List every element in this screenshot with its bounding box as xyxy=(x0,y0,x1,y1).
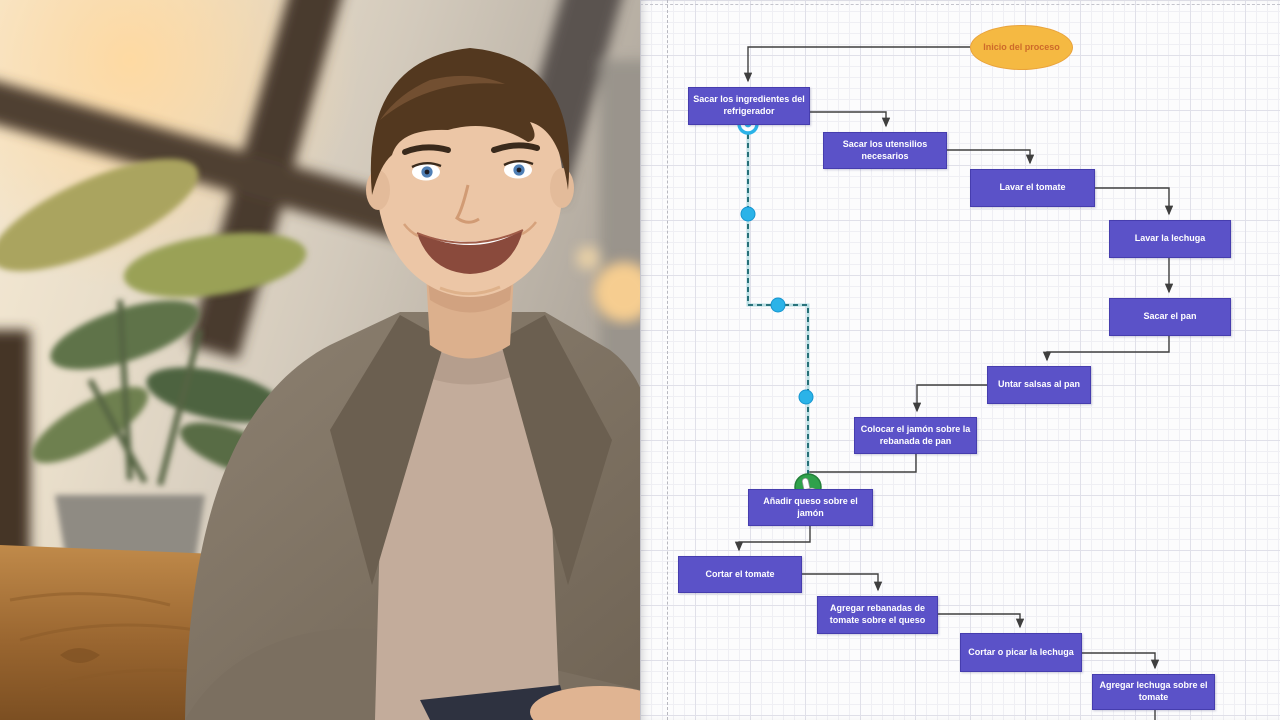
diagram-canvas[interactable]: Inicio del proceso Sacar los ingrediente… xyxy=(640,0,1280,720)
connector-ingredientes-utensilios[interactable] xyxy=(810,111,891,128)
flow-node-colocar-jamon[interactable]: Colocar el jamón sobre la rebanada de pa… xyxy=(854,417,977,454)
flow-node-untar-salsas[interactable]: Untar salsas al pan xyxy=(987,366,1091,404)
connector-cortartomate-rebanadas[interactable] xyxy=(802,573,883,592)
flow-connectors[interactable] xyxy=(734,46,1174,720)
connector-start-to-ingredientes[interactable] xyxy=(743,46,970,83)
flow-node-cortar-picar-lechuga[interactable]: Cortar o picar la lechuga xyxy=(960,633,1082,672)
flow-node-lavar-lechuga[interactable]: Lavar la lechuga xyxy=(1109,220,1231,258)
connector-colocar-queso[interactable] xyxy=(803,454,917,485)
flow-node-lavar-tomate[interactable]: Lavar el tomate xyxy=(970,169,1095,207)
flow-node-agregar-lechuga[interactable]: Agregar lechuga sobre el tomate xyxy=(1092,674,1215,710)
photo-panel xyxy=(0,0,640,720)
edge-waypoint-handle[interactable] xyxy=(770,297,786,313)
connector-queso-cortartomate[interactable] xyxy=(734,526,811,552)
edge-waypoints[interactable] xyxy=(740,206,814,405)
bokeh-lights xyxy=(576,246,640,322)
flow-node-sacar-utensilios[interactable]: Sacar los utensilios necesarios xyxy=(823,132,947,169)
connector-pan-untar[interactable] xyxy=(1042,336,1170,362)
page-boundary-vertical xyxy=(667,0,668,720)
flow-start-node[interactable]: Inicio del proceso xyxy=(970,25,1073,70)
edge-waypoint-handle[interactable] xyxy=(740,206,756,222)
person xyxy=(185,48,640,720)
page-boundary-horizontal xyxy=(640,4,1280,5)
flow-node-sacar-ingredientes[interactable]: Sacar los ingredientes del refrigerador xyxy=(688,87,810,125)
connector-picarlechuga-agregarlechuga[interactable] xyxy=(1082,652,1160,670)
flow-node-cortar-tomate[interactable]: Cortar el tomate xyxy=(678,556,802,593)
flow-node-agregar-rebanadas[interactable]: Agregar rebanadas de tomate sobre el que… xyxy=(817,596,938,634)
connector-utensilios-tomate[interactable] xyxy=(947,149,1035,165)
photo-illustration xyxy=(0,0,640,720)
edge-waypoint-handle[interactable] xyxy=(798,389,814,405)
connector-tomate-lechuga[interactable] xyxy=(1095,187,1174,216)
flow-node-sacar-pan[interactable]: Sacar el pan xyxy=(1109,298,1231,336)
flow-node-anadir-queso[interactable]: Añadir queso sobre el jamón xyxy=(748,489,873,526)
connector-rebanadas-picarlechuga[interactable] xyxy=(938,613,1025,629)
connector-untar-colocar[interactable] xyxy=(912,384,987,413)
